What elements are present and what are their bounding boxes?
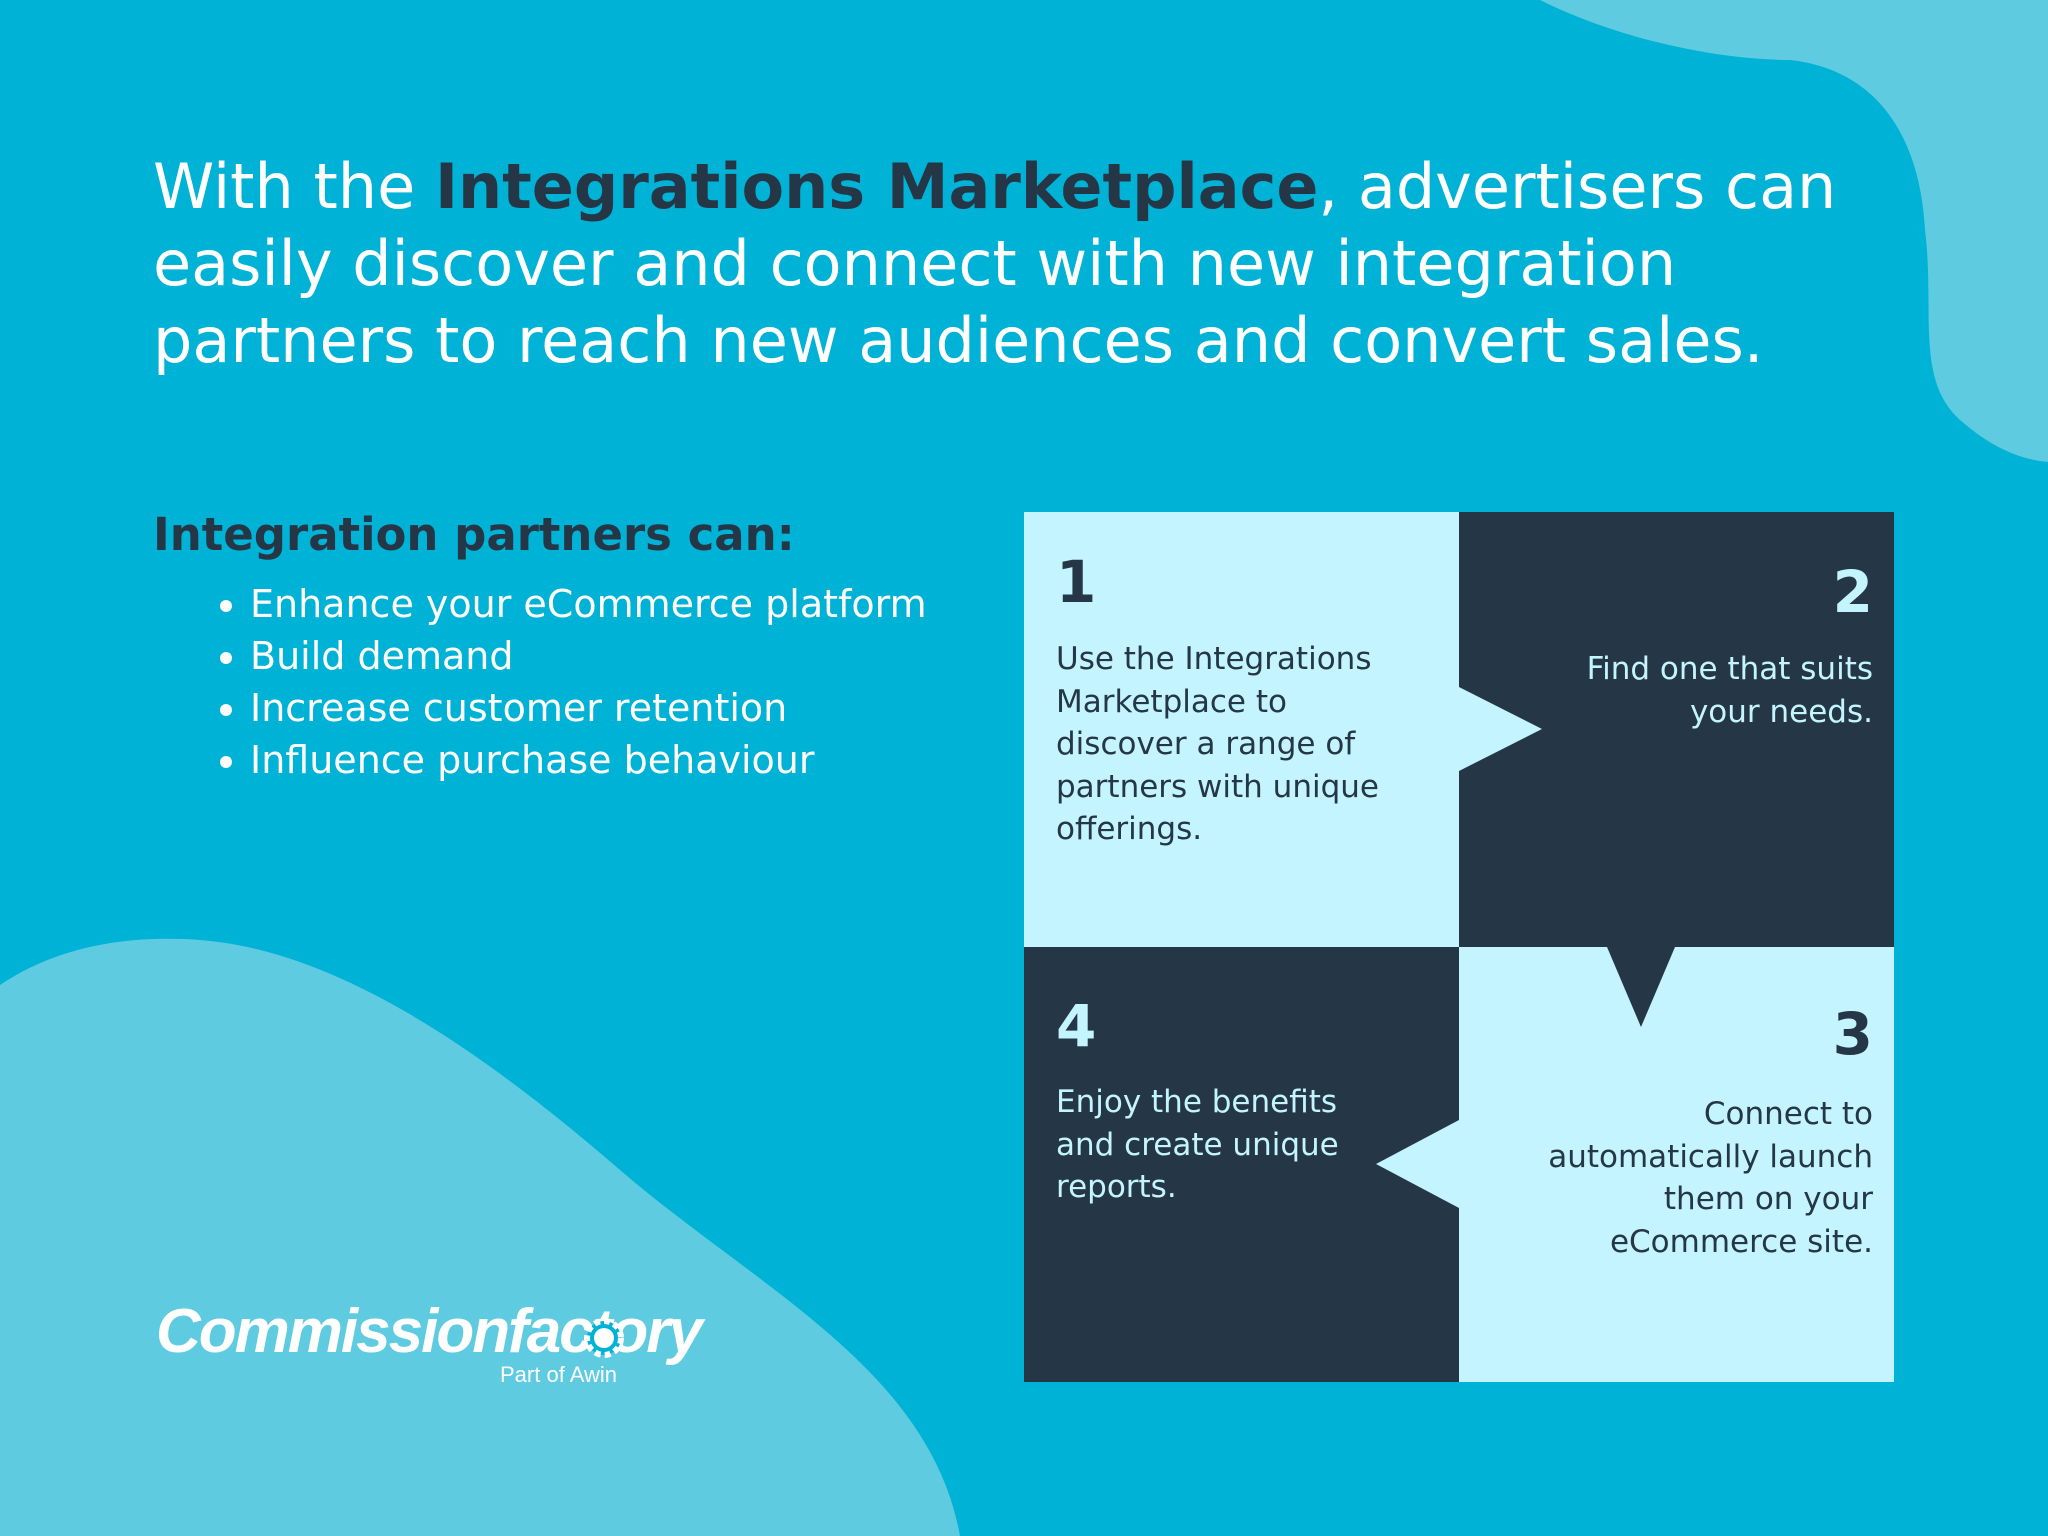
top-right-blob xyxy=(1540,0,2048,462)
brand-subtitle: Part of Awin xyxy=(500,1362,617,1387)
step-3-text: Connect to automatically launch them on … xyxy=(1548,1096,1873,1260)
step-1-text: Use the Integrations Marketplace to disc… xyxy=(1056,641,1379,847)
headline-suffix: , advertisers can easily discover and co… xyxy=(153,150,1837,377)
list-item: Enhance your eCommerce platform xyxy=(250,578,950,630)
step-2-text: Find one that suits your needs. xyxy=(1586,651,1873,730)
arrow-4-to-1 xyxy=(1198,864,1284,947)
gear-icon xyxy=(584,1318,624,1358)
step-3-number: 3 xyxy=(1832,1000,1873,1068)
steps-diagram xyxy=(1024,512,1894,1382)
step-3-box xyxy=(1459,947,1894,1382)
step-4-number: 4 xyxy=(1056,992,1097,1060)
list-item: Increase customer retention xyxy=(250,682,950,734)
arrow-2-to-3 xyxy=(1607,947,1675,1027)
arrow-1-to-2 xyxy=(1459,687,1542,771)
step-4-text: Enjoy the benefits and create unique rep… xyxy=(1056,1084,1339,1205)
bottom-left-blob xyxy=(0,938,960,1536)
list-item: Build demand xyxy=(250,630,950,682)
partners-title: Integration partners can: xyxy=(153,508,795,561)
headline: With the Integrations Marketplace, adver… xyxy=(153,148,1953,379)
step-1-number: 1 xyxy=(1056,548,1097,616)
headline-highlight: Integrations Marketplace xyxy=(434,150,1319,223)
step-2-number: 2 xyxy=(1832,558,1873,626)
brand-logo: Commissionfactory Part of Awin xyxy=(156,1296,703,1396)
list-item: Influence purchase behaviour xyxy=(250,734,950,786)
arrow-3-to-4 xyxy=(1376,1120,1459,1208)
partners-list: Enhance your eCommerce platform Build de… xyxy=(200,578,950,786)
headline-prefix: With the xyxy=(153,150,416,223)
